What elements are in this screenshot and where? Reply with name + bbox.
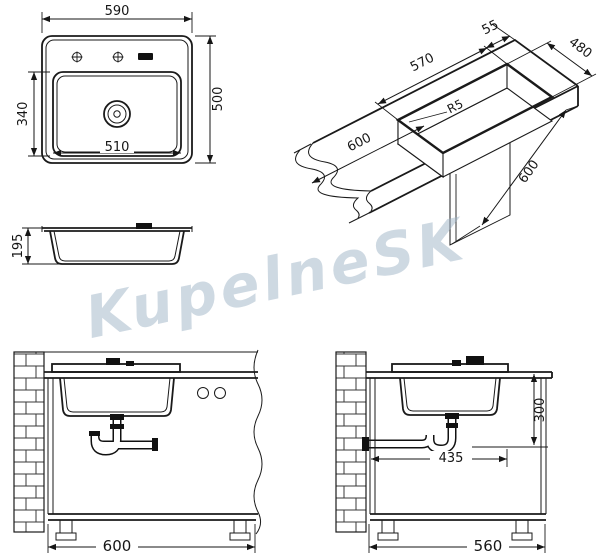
brick-wall [335, 351, 367, 533]
dim-510: 510 [53, 140, 181, 157]
dim-435-label: 435 [439, 451, 464, 466]
dim-560-label: 560 [474, 537, 503, 555]
cabinet-leg [55, 519, 251, 541]
dim-55-label: 55 [480, 17, 502, 38]
bowl-outer [399, 377, 501, 416]
faucet-base [106, 358, 120, 365]
isometric-view: 570 55 480 R5 600 600 [293, 17, 597, 246]
dim-55: 55 [480, 17, 516, 49]
dim-600-cabinet: 600 [47, 524, 256, 555]
dim-300: 300 [472, 374, 548, 448]
sink-rim [391, 363, 509, 373]
bowl-outer [59, 377, 175, 417]
overflow-tab [136, 223, 152, 229]
dim-500: 500 [195, 35, 226, 164]
dim-195-label: 195 [11, 234, 26, 259]
drain-trap [362, 413, 459, 454]
dim-195: 195 [11, 227, 62, 265]
dim-600-cabinet-label: 600 [103, 537, 132, 555]
side-installation-view: 300 435 560 [335, 351, 553, 555]
dim-510-label: 510 [105, 140, 130, 155]
dim-560: 560 [368, 524, 546, 555]
dim-600-length-label: 600 [345, 131, 374, 156]
dim-500-label: 500 [211, 87, 226, 112]
break-line [253, 349, 263, 535]
front-installation-view: 600 [13, 349, 263, 555]
faucet-base [466, 356, 484, 365]
faucet-hole-icon [71, 51, 124, 63]
profile-view: 195 [11, 223, 193, 265]
socket-icon [197, 387, 209, 399]
dim-480-label: 480 [566, 35, 595, 62]
dim-r5: R5 [408, 97, 466, 123]
dim-570-label: 570 [408, 51, 437, 76]
drain-icon [103, 100, 131, 128]
dim-590-label: 590 [105, 4, 130, 19]
dim-340: 340 [16, 71, 50, 157]
dim-435: 435 [371, 449, 508, 467]
socket-icon [214, 387, 226, 399]
top-view: 590 500 340 510 [16, 4, 226, 164]
overflow-slot [138, 53, 153, 60]
dim-590: 590 [41, 4, 193, 33]
brick-wall [13, 351, 45, 533]
cabinet-leg [377, 519, 533, 541]
dim-600-depth-label: 600 [516, 157, 543, 186]
dim-r5-label: R5 [445, 97, 466, 117]
sink-rim [51, 363, 181, 373]
drain-trap [89, 414, 158, 456]
dim-300-label: 300 [533, 398, 548, 423]
dim-340-label: 340 [16, 102, 31, 127]
